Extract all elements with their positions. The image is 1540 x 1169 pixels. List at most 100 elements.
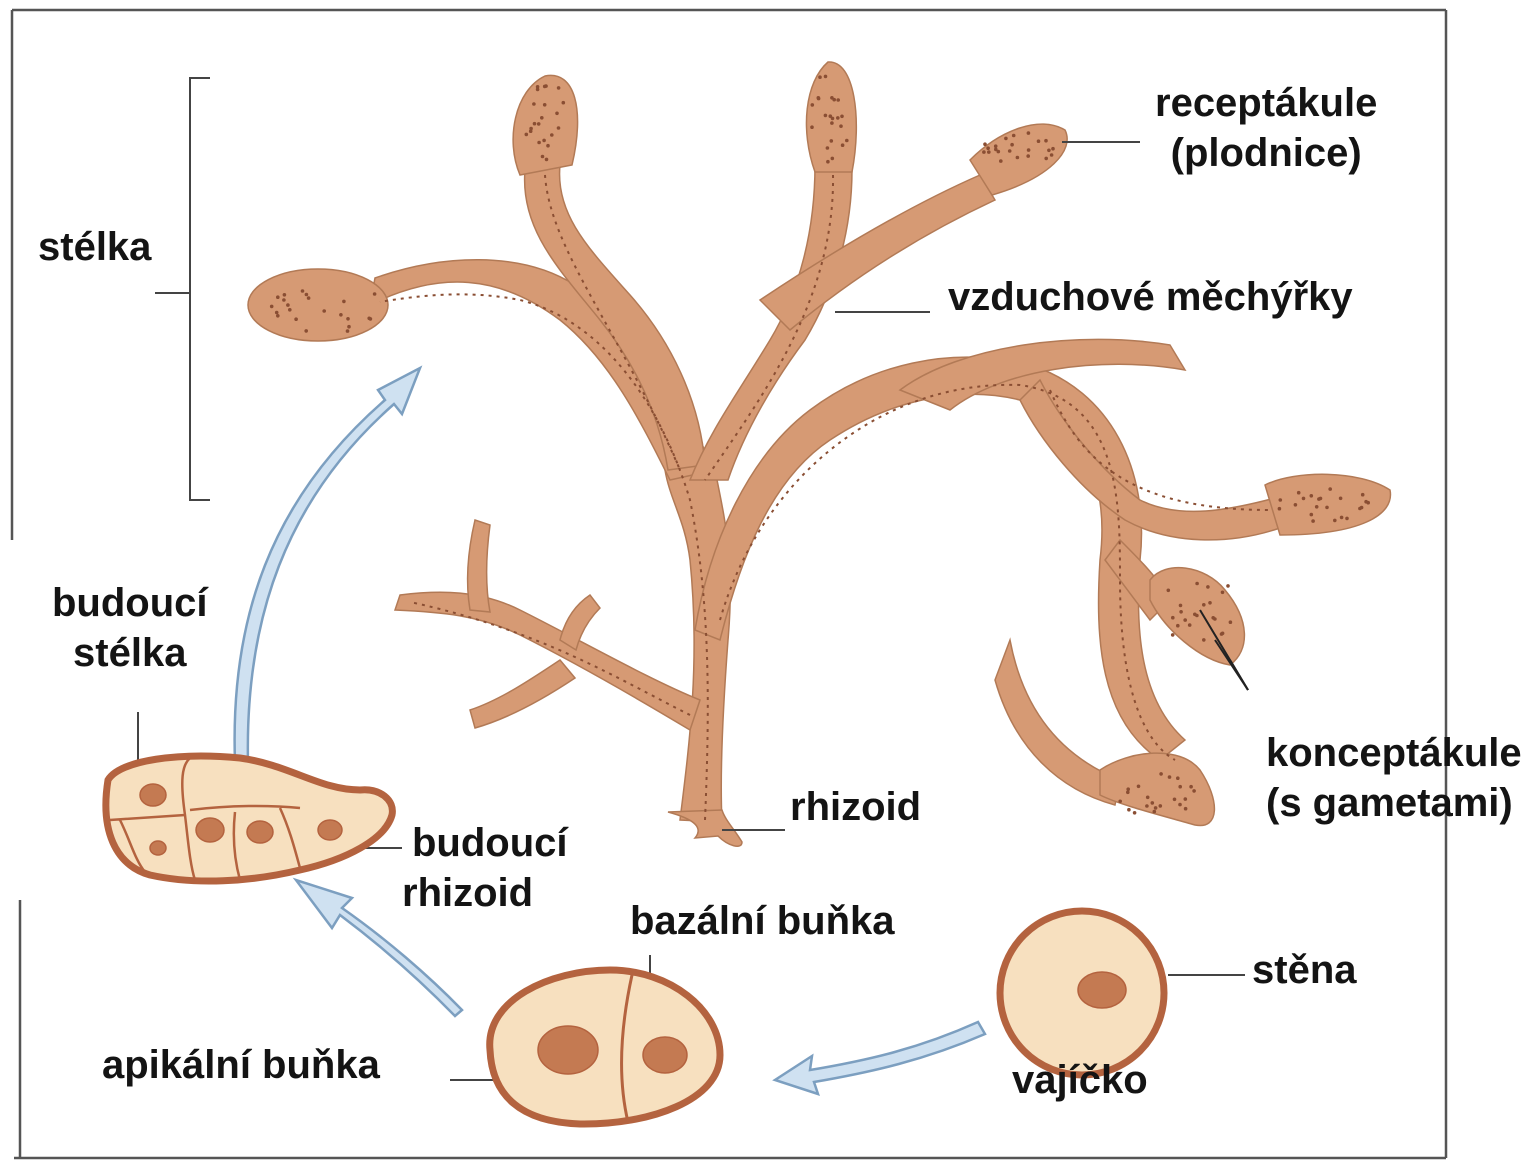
receptacle-dot xyxy=(1279,498,1283,502)
receptacle-dot xyxy=(840,115,844,119)
embryo-nucleus-3 xyxy=(247,821,273,843)
receptacle-dot xyxy=(304,329,308,333)
receptacle-dot xyxy=(1226,584,1230,588)
receptacle-dot xyxy=(537,122,541,126)
receptacle-lower-right xyxy=(1100,753,1214,825)
receptacle-dot xyxy=(1310,494,1314,498)
receptacle-dot xyxy=(1044,139,1048,143)
receptacle-dot xyxy=(1026,154,1030,158)
receptacle-dot xyxy=(543,85,547,89)
receptacle-dot xyxy=(824,114,828,118)
receptacle-dot xyxy=(1050,153,1054,157)
receptacle-upper-right xyxy=(970,124,1067,195)
receptacle-dot xyxy=(1051,147,1055,151)
label-stena: stěna xyxy=(1252,945,1357,995)
receptacle-dot xyxy=(1126,791,1130,795)
receptacle-dot xyxy=(562,101,566,105)
receptacle-dot xyxy=(1206,585,1210,589)
receptacle-dot xyxy=(1159,772,1163,776)
label-budouci-stelka-line1: budoucí xyxy=(52,578,208,628)
receptacle-dot xyxy=(824,75,828,79)
receptacle-dot xyxy=(1012,134,1016,138)
receptacle-dot xyxy=(1364,500,1368,504)
receptacle-dot xyxy=(347,325,351,329)
receptacle-dot xyxy=(276,295,280,299)
label-budouci-rhizoid: budoucí rhizoid xyxy=(402,818,568,918)
receptacle-dot xyxy=(540,116,544,120)
receptacle-far-right xyxy=(1265,474,1390,535)
receptacle-dot xyxy=(983,142,987,146)
branch-small-left xyxy=(395,592,700,730)
label-receptakule-line2: (plodnice) xyxy=(1155,128,1377,178)
receptacle-dot xyxy=(1360,506,1364,510)
embryo-nucleus-1 xyxy=(140,784,166,806)
receptacle-dot xyxy=(1118,800,1122,804)
receptacle-dot xyxy=(997,150,1001,154)
receptacle-dot xyxy=(1137,785,1141,789)
receptacle-dot xyxy=(339,313,343,317)
receptacle-dot xyxy=(550,133,554,137)
receptacle-dot xyxy=(307,296,311,300)
receptacle-dot xyxy=(1310,513,1314,517)
receptacle-dot xyxy=(542,139,546,143)
receptacle-dot xyxy=(999,159,1003,163)
receptacle-dot xyxy=(826,146,830,150)
receptacle-dot xyxy=(830,139,834,143)
receptacle-dot xyxy=(1202,638,1206,642)
receptacle-dot xyxy=(294,317,298,321)
receptacle-dot xyxy=(288,308,292,312)
arrow-egg-to-zygote xyxy=(775,1022,985,1094)
receptacle-dot xyxy=(1319,497,1323,501)
receptacle-dot xyxy=(811,103,815,107)
receptacle-dot xyxy=(1340,516,1344,520)
receptacle-dot xyxy=(817,96,821,100)
receptacle-dot xyxy=(532,102,536,106)
receptacle-dot xyxy=(1047,149,1051,153)
label-bazalni-bunka: bazální buňka xyxy=(630,896,895,946)
label-konceptakule-line2: (s gametami) xyxy=(1266,778,1522,828)
receptacle-dot xyxy=(830,121,834,125)
receptacle-dot xyxy=(829,114,833,118)
receptacle-dot xyxy=(1183,618,1187,622)
receptacle-dot xyxy=(1178,803,1182,807)
receptacle-dot xyxy=(533,122,537,126)
receptacle-dot xyxy=(536,85,540,89)
thallus-stipe xyxy=(665,470,730,822)
receptacle-dot xyxy=(1345,517,1349,521)
embryo-nucleus-4 xyxy=(318,820,342,840)
receptacle-dot xyxy=(1151,801,1155,805)
receptacle-dot xyxy=(557,86,561,90)
label-vzduchove-mechyrky: vzduchové měchýřky xyxy=(948,272,1353,322)
receptacle-dot xyxy=(1297,491,1301,495)
branch-upper-left xyxy=(525,165,705,470)
receptacle-dot xyxy=(1154,806,1158,810)
receptacle-dot xyxy=(1176,776,1180,780)
receptacle-dot xyxy=(1153,810,1157,814)
receptacle-dot xyxy=(986,146,990,150)
receptacle-dot xyxy=(1202,603,1206,607)
receptacle-left xyxy=(248,269,388,341)
receptacle-dot xyxy=(1333,519,1337,523)
receptacle-dot xyxy=(1294,503,1298,507)
receptacle-dot xyxy=(555,112,559,116)
egg-cell xyxy=(1000,911,1164,1075)
label-konceptakule: konceptákule (s gametami) xyxy=(1266,728,1522,828)
receptacle-dot xyxy=(541,155,545,159)
receptacle-dot xyxy=(1146,796,1150,800)
receptacle-dot xyxy=(1044,157,1048,161)
receptacle-dot xyxy=(543,103,547,107)
receptacle-dot xyxy=(1171,633,1175,637)
thallus xyxy=(248,62,1390,846)
receptacle-dot xyxy=(1184,797,1188,801)
egg-nucleus xyxy=(1078,972,1126,1008)
receptacle-dot xyxy=(282,298,286,302)
receptacle-dot xyxy=(1221,591,1225,595)
receptacle-dot xyxy=(1016,156,1020,160)
receptacle-dot xyxy=(841,143,845,147)
receptacle-dot xyxy=(1311,519,1315,523)
receptacle-dot xyxy=(1167,589,1171,593)
receptacle-dot xyxy=(836,116,840,120)
label-budouci-stelka-line2: stélka xyxy=(52,628,208,678)
label-budouci-stelka: budoucí stélka xyxy=(52,578,208,678)
